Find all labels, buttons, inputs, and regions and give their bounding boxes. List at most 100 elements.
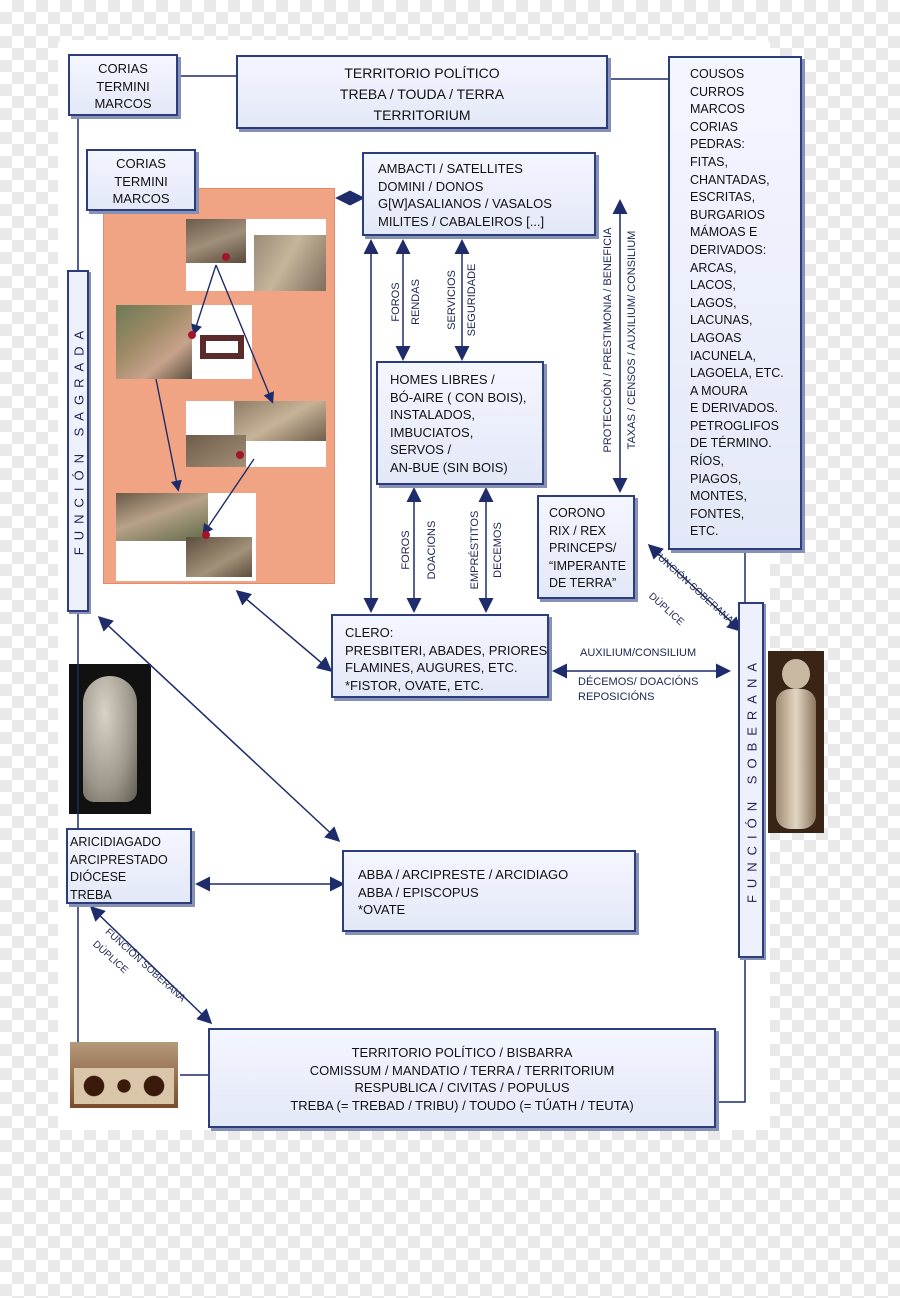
- box-line: AMBACTI / SATELLITES: [378, 161, 523, 176]
- box-line: LACOS,: [690, 278, 736, 293]
- label-seguridade: SEGURIDADE: [466, 263, 478, 337]
- label-decemos: DECEMOS: [492, 522, 504, 578]
- box-line: TERMINI: [114, 173, 168, 189]
- box-line: AN-BUE (SIN BOIS): [390, 459, 508, 475]
- box-line: CURROS: [690, 84, 745, 99]
- box-line: ARCIPRESTADO: [70, 852, 168, 867]
- box-line: LAGOELA, ETC.: [690, 366, 784, 381]
- box-territorio-bottom: TERRITORIO POLÍTICO / BISBARRA COMISSUM …: [208, 1028, 716, 1128]
- label-rendas: RENDAS: [410, 279, 422, 325]
- box-line: DE TERRA”: [549, 576, 617, 590]
- box-line: ETC.: [690, 524, 719, 539]
- box-line: ARCAS,: [690, 260, 737, 275]
- box-aricidiagado: ARICIDIAGADO ARCIPRESTADO DIÓCESE TREBA: [66, 828, 192, 904]
- box-line: CHANTADAS,: [690, 172, 770, 187]
- box-line: MARCOS: [112, 191, 170, 206]
- funcion-sagrada-text: FUNCIÓN SAGRADA: [71, 323, 87, 556]
- box-ambacti: AMBACTI / SATELLITES DOMINI / DONOS G[W]…: [362, 152, 596, 236]
- box-line: LAGOAS: [690, 330, 742, 345]
- box-line: G[W]ASALIANOS / VASALOS: [378, 196, 552, 211]
- box-line: COUSOS: [690, 67, 745, 81]
- box-line: PEDRAS:: [690, 137, 745, 152]
- box-clero: CLERO: PRESBITERI, ABADES, PRIORES FLAMI…: [331, 614, 549, 698]
- arrow-sagrada-abba: [97, 615, 341, 843]
- box-line: E DERIVADOS.: [690, 401, 778, 416]
- label-auxilium: AUXILIUM/CONSILIUM: [580, 647, 697, 659]
- label-funcion-soberana: FUNCIÓN SOBERANA: [738, 602, 764, 958]
- petroglyph-photo-7: [116, 493, 256, 581]
- box-line: TREBA: [70, 887, 112, 902]
- box-line: PETROGLIFOS: [690, 418, 779, 433]
- box-line: CORIAS: [98, 61, 148, 76]
- box-line: “IMPERANTE: [549, 558, 627, 573]
- box-right-list: COUSOS CURROS MARCOS CORIAS PEDRAS: FITA…: [668, 56, 802, 550]
- box-line: FITAS,: [690, 154, 728, 169]
- box-line: COMISSUM / MANDATIO / TERRA / TERRITORIU…: [309, 1062, 615, 1078]
- box-abba: ABBA / ARCIPRESTE / ARCIDIAGO ABBA / EPI…: [342, 850, 636, 932]
- box-line: ARICIDIAGADO: [70, 835, 161, 849]
- box-line: TERMINI: [96, 78, 150, 94]
- petroglyph-bottom-photo: [70, 1042, 178, 1108]
- box-line: *FISTOR, OVATE, ETC.: [345, 677, 484, 693]
- box-line: A MOURA: [690, 383, 748, 398]
- label-doacions: DOACIONS: [426, 520, 438, 580]
- label-servicios: SERVICIOS: [446, 270, 458, 330]
- box-line: DOMINI / DONOS: [378, 178, 484, 194]
- arrow-corono-soberana: [647, 543, 743, 633]
- box-homes: HOMES LIBRES / BÓ-AIRE ( CON BOIS), INST…: [376, 361, 544, 485]
- box-corias-second: CORIAS TERMINI MARCOS: [86, 149, 196, 211]
- box-line: ABBA / EPISCOPUS: [358, 884, 479, 900]
- arrow-panel-clero: [235, 590, 333, 672]
- petroglyph-photo-3: [186, 263, 246, 291]
- box-line: TREBA (= TREBAD / TRIBU) / TOUDO (= TÚAT…: [290, 1097, 634, 1113]
- box-line: DE TÉRMINO.: [690, 436, 772, 451]
- box-line: *OVATE: [358, 902, 406, 917]
- box-line: ESCRITAS,: [690, 190, 756, 205]
- box-line: TERRITORIO POLÍTICO / BISBARRA: [351, 1045, 573, 1060]
- box-line: MARCOS: [690, 102, 745, 117]
- label-proteccion: PROTECCIÓN / PRESTIMONIA / BENEFICIA: [602, 227, 614, 453]
- box-line: CLERO:: [345, 625, 394, 640]
- petroglyph-photo-1: [186, 219, 246, 263]
- box-line: TREBA / TOUDA / TERRA: [339, 86, 505, 102]
- label-funcion-sagrada: FUNCIÓN SAGRADA: [67, 270, 89, 612]
- box-line: CORIAS: [116, 156, 166, 171]
- box-line: TERRITORIUM: [373, 107, 471, 123]
- box-line: PRINCEPS/: [549, 541, 617, 555]
- label-taxas: TAXAS / CENSOS / AUXILIUM/ CONSILIUM: [626, 230, 638, 450]
- line-right-bottom: [716, 958, 746, 1103]
- box-line: CORIAS: [690, 119, 738, 134]
- box-line: ABBA / ARCIPRESTE / ARCIDIAGO: [358, 867, 569, 882]
- box-line: MARCOS: [94, 96, 152, 111]
- box-line: INSTALADOS,: [390, 407, 476, 422]
- box-line: RESPUBLICA / CIVITAS / POPULUS: [354, 1080, 570, 1095]
- label-emprestitos: EMPRÉSTITOS: [469, 510, 481, 590]
- arrow-aricidiagado-bottom: [89, 905, 213, 1025]
- box-line: FLAMINES, AUGURES, ETC.: [345, 660, 518, 675]
- petroglyph-photo-5: [192, 305, 252, 379]
- box-line: HOMES LIBRES /: [390, 372, 495, 387]
- box-line: DERIVADOS:: [690, 242, 767, 257]
- label-foros: FOROS: [390, 282, 402, 322]
- box-line: RÍOS,: [690, 454, 725, 469]
- label-reposicions: REPOSICIÓNS: [578, 691, 655, 703]
- box-corono: CORONO RIX / REX PRINCEPS/ “IMPERANTE DE…: [537, 495, 635, 599]
- box-line: TERRITORIO POLÍTICO: [344, 65, 500, 81]
- box-line: IMBUCIATOS,: [390, 424, 474, 440]
- box-line: IACUNELA,: [690, 348, 756, 363]
- box-line: MONTES,: [690, 489, 747, 504]
- box-line: LACUNAS,: [690, 313, 753, 328]
- box-line: FONTES,: [690, 506, 745, 521]
- box-corias-top: CORIAS TERMINI MARCOS: [68, 54, 178, 116]
- petroglyph-panel: [103, 188, 335, 584]
- petroglyph-photo-4: [116, 305, 192, 379]
- statue-warrior-photo: [768, 651, 824, 833]
- box-line: BÓ-AIRE ( CON BOIS),: [390, 389, 527, 405]
- box-line: LAGOS,: [690, 295, 737, 310]
- box-line: SERVOS /: [390, 442, 452, 457]
- box-line: BURGARIOS: [690, 207, 766, 222]
- box-line: MÁMOAS E: [690, 225, 758, 240]
- petroglyph-photo-6: [186, 401, 326, 467]
